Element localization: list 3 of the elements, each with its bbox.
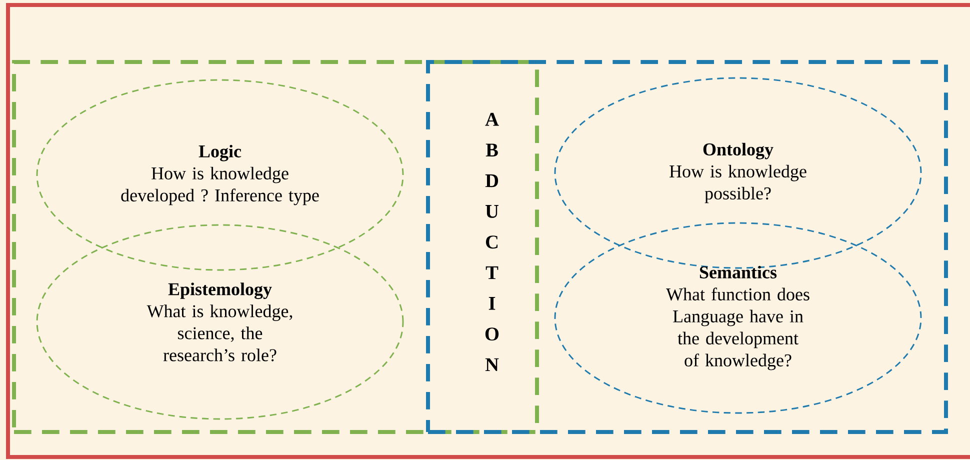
vertical-label: ABDUCTION xyxy=(485,112,499,372)
dashed-box xyxy=(426,60,948,434)
dashed-box xyxy=(12,60,539,434)
